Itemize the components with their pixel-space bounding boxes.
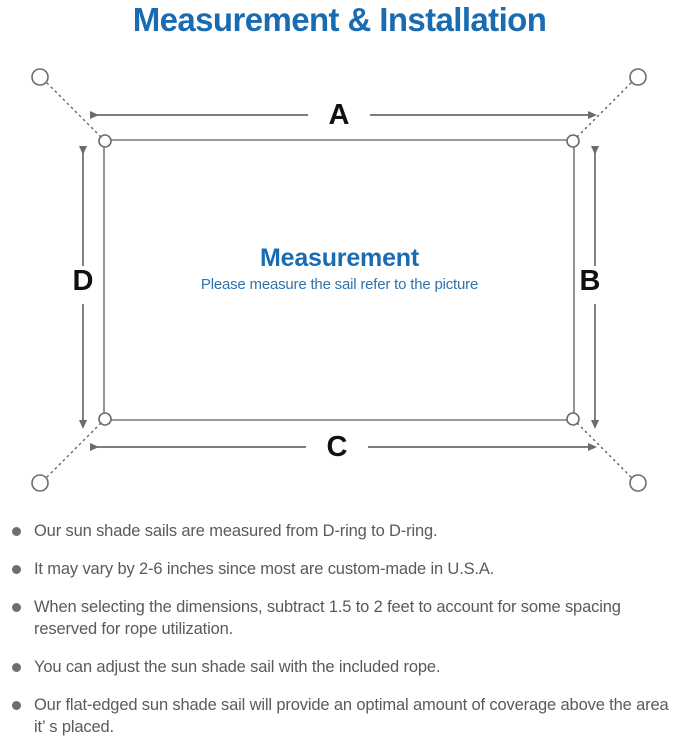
sail-measurement-diagram: Measurement Please measure the sail refe… — [0, 44, 679, 514]
note-text: You can adjust the sun shade sail with t… — [34, 658, 441, 676]
note-item: It may vary by 2-6 inches since most are… — [0, 558, 679, 580]
d-ring-bottom-left — [98, 412, 112, 426]
page-title: Measurement & Installation — [132, 1, 547, 38]
sail-shape — [103, 139, 575, 421]
dimension-label-d: D — [72, 265, 94, 297]
d-ring-top-left — [98, 134, 112, 148]
sail-center-title: Measurement — [260, 244, 419, 272]
note-item: Our sun shade sails are measured from D-… — [0, 520, 679, 542]
anchor-point-top-right — [629, 68, 647, 86]
dimension-label-b: B — [579, 265, 601, 297]
diagram-svg — [31, 68, 647, 492]
bullet-icon — [12, 603, 21, 612]
anchor-point-top-left — [31, 68, 49, 86]
sail-center-subtitle: Please measure the sail refer to the pic… — [200, 276, 479, 293]
rope-top-left — [43, 79, 102, 138]
anchor-point-bottom-right — [629, 474, 647, 492]
bullet-icon — [12, 565, 21, 574]
note-text: Our sun shade sails are measured from D-… — [34, 522, 438, 540]
rope-bottom-right — [576, 422, 635, 481]
note-text: When selecting the dimensions, subtract … — [34, 598, 621, 638]
rope-bottom-left — [43, 422, 102, 481]
note-item: Our flat-edged sun shade sail will provi… — [0, 694, 679, 738]
bullet-icon — [12, 701, 21, 710]
note-text: Our flat-edged sun shade sail will provi… — [34, 696, 669, 736]
rope-top-right — [576, 79, 635, 138]
dimension-label-a: A — [328, 99, 350, 131]
d-ring-top-right — [566, 134, 580, 148]
note-item: You can adjust the sun shade sail with t… — [0, 656, 679, 678]
bullet-icon — [12, 663, 21, 672]
d-ring-bottom-right — [566, 412, 580, 426]
note-text: It may vary by 2-6 inches since most are… — [34, 560, 495, 578]
notes-list: Our sun shade sails are measured from D-… — [0, 520, 679, 754]
dimension-label-c: C — [326, 431, 348, 463]
bullet-icon — [12, 527, 21, 536]
note-item: When selecting the dimensions, subtract … — [0, 596, 679, 640]
anchor-point-bottom-left — [31, 474, 49, 492]
